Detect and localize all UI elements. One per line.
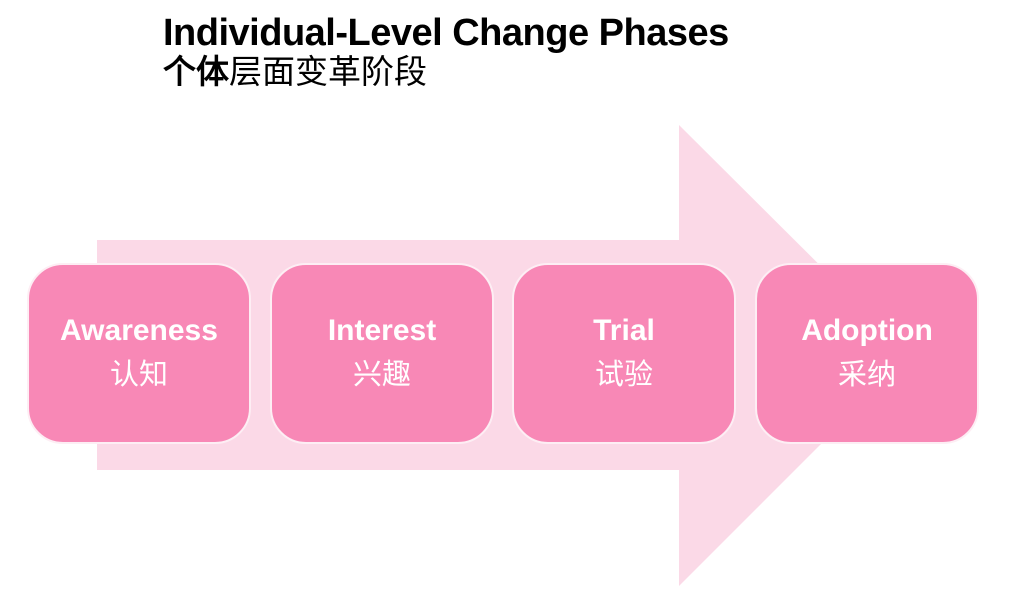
- page-subtitle: 个体层面变革阶段: [163, 52, 729, 90]
- phase-box-adoption: Adoption 采纳: [755, 263, 979, 444]
- title-block: Individual-Level Change Phases 个体层面变革阶段: [163, 12, 729, 89]
- subtitle-regular-segment: 层面变革阶段: [229, 52, 427, 90]
- phase-en-label: Interest: [327, 313, 437, 347]
- phase-zh-label: 采纳: [837, 359, 896, 392]
- phase-zh-label: 兴趣: [352, 359, 411, 392]
- phase-box-interest: Interest 兴趣: [270, 263, 494, 444]
- subtitle-bold-segment: 个体: [163, 52, 229, 90]
- phase-en-label: Adoption: [801, 313, 933, 347]
- phase-zh-label: 认知: [109, 359, 168, 392]
- phase-box-awareness: Awareness 认知: [27, 263, 251, 444]
- phase-en-label: Awareness: [60, 313, 218, 347]
- page-title: Individual-Level Change Phases: [163, 12, 729, 54]
- phase-zh-label: 试验: [594, 359, 653, 392]
- phase-en-label: Trial: [593, 313, 655, 347]
- right-arrow-shape: [97, 125, 910, 586]
- phase-box-trial: Trial 试验: [512, 263, 736, 444]
